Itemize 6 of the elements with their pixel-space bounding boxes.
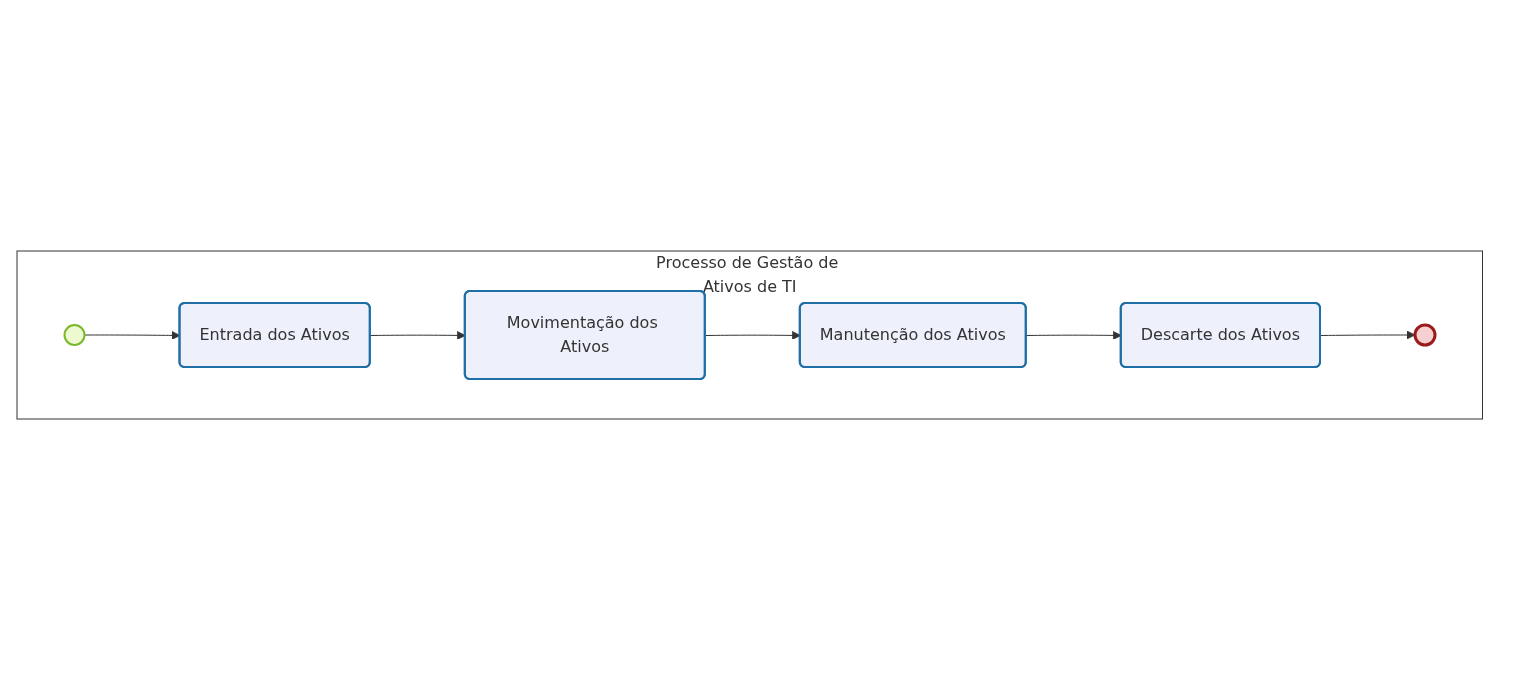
node-circle [1413,323,1437,347]
arrow [705,331,801,340]
arrow [370,331,466,340]
node-circle [63,324,86,346]
arrow [1320,330,1416,340]
arrow [1026,331,1122,340]
